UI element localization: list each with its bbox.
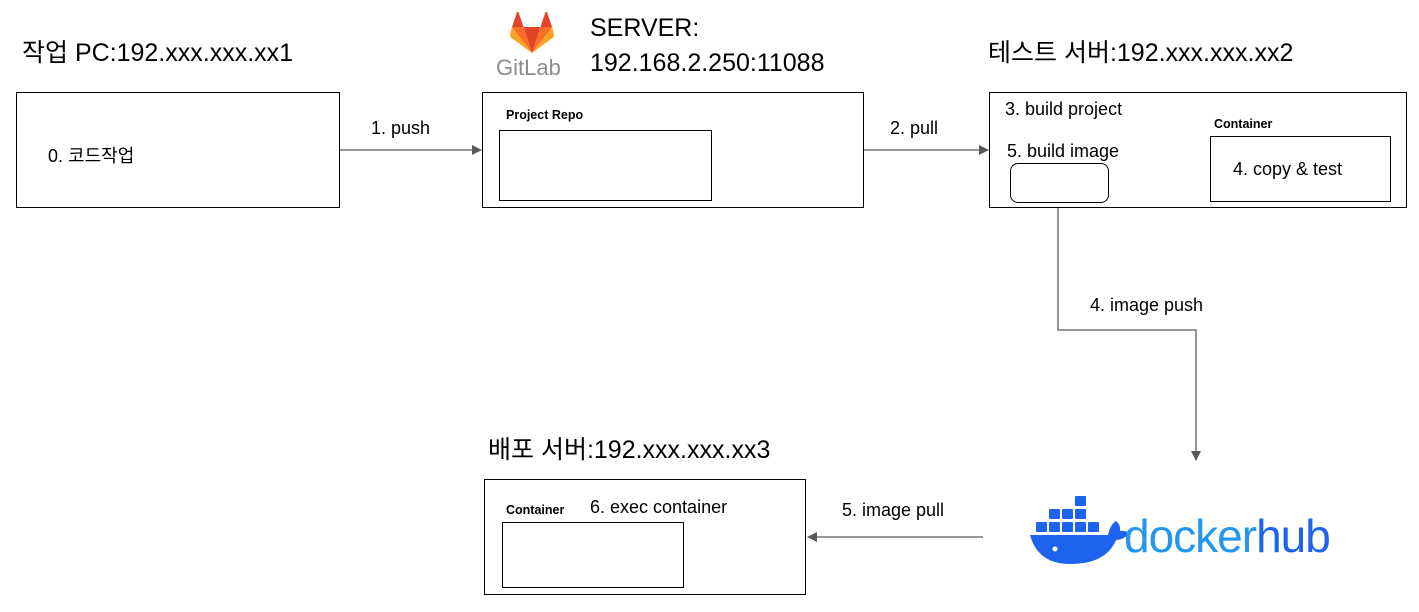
dockerhub-logo-text: dockerhub [1124, 510, 1331, 562]
deploy-server-title: 배포 서버:192.xxx.xxx.xx3 [488, 436, 771, 464]
build-project-label: 3. build project [1005, 99, 1123, 119]
build-image-label: 5. build image [1007, 141, 1120, 161]
test-container-box: 4. copy & test [1210, 136, 1391, 202]
edge-label-image-pull: 5. image pull [842, 500, 945, 520]
edge-image-push [1057, 201, 1201, 461]
exec-container-label: 6. exec container [590, 497, 728, 517]
edge-label-pull: 2. pull [890, 118, 939, 138]
gitlab-icon [509, 11, 555, 54]
dockerhub-logo-text-hub: hub [1256, 510, 1331, 562]
deploy-container-box [502, 522, 684, 588]
test-server-box: 3. build project 5. build image Containe… [989, 92, 1407, 208]
test-server-title: 테스트 서버:192.xxx.xxx.xx2 [988, 39, 1294, 67]
work-pc-title: 작업 PC:192.xxx.xxx.xx1 [22, 39, 294, 67]
gitlab-logo-text: GitLab [496, 55, 561, 80]
edge-label-push: 1. push [371, 118, 431, 138]
work-pc-task: 0. 코드작업 [48, 146, 135, 166]
test-container-label: Container [1214, 117, 1273, 131]
deploy-container-label: Container [506, 503, 565, 517]
work-pc-box: 0. 코드작업 [16, 92, 340, 208]
project-repo-label: Project Repo [506, 108, 584, 122]
image-box [1010, 163, 1109, 203]
project-repo-box [499, 130, 712, 201]
deploy-server-box: Container 6. exec container [484, 479, 806, 595]
docker-whale-icon [1030, 494, 1130, 566]
gitlab-server-address: 192.168.2.250:11088 [590, 49, 825, 77]
gitlab-server-box: Project Repo [482, 92, 864, 208]
gitlab-server-label: SERVER: [590, 14, 700, 42]
dockerhub-logo-text-docker: docker [1124, 510, 1257, 562]
copy-test-label: 4. copy & test [1233, 159, 1343, 179]
edge-label-image-push: 4. image push [1090, 295, 1204, 315]
